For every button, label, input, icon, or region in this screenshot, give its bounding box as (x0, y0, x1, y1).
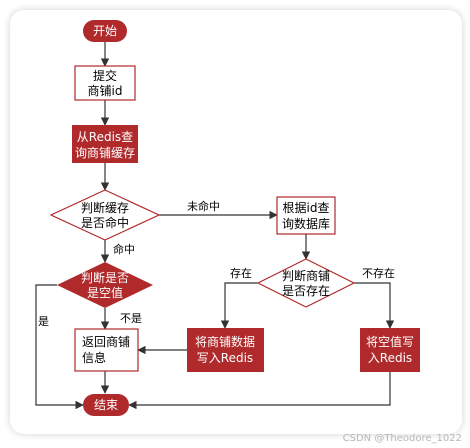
edge-label-miss: 未命中 (187, 199, 220, 213)
node-cache-hit-decision: 判断缓存 是否命中 (49, 189, 161, 241)
edge-notexists-writenull (354, 282, 395, 329)
return-shop-line2: 信息 (82, 350, 106, 365)
node-shop-exists-decision: 判断商铺 是否存在 (256, 258, 356, 308)
shop-exists-line2: 是否存在 (282, 284, 330, 298)
edge-label-not-exists: 不存在 (362, 266, 395, 280)
connectors (35, 42, 395, 410)
submit-id-line1: 提交 (93, 68, 117, 83)
query-db-line2: 询数据库 (282, 216, 330, 231)
edge-label-hit: 命中 (113, 242, 135, 256)
cache-hit-line1: 判断缓存 (81, 200, 129, 215)
start-label: 开始 (93, 24, 117, 38)
edge-isnull-yes-end (35, 284, 84, 410)
shop-exists-line1: 判断商铺 (282, 268, 330, 283)
is-null-line2: 是空值 (87, 285, 123, 300)
write-null-line1: 将空值写 (366, 334, 414, 349)
node-start: 开始 (83, 20, 127, 42)
edge-exists-writeredis (220, 282, 258, 329)
edge-label-exists: 存在 (230, 266, 252, 280)
node-is-null-decision: 判断是否 是空值 (57, 262, 153, 308)
end-label: 结束 (94, 398, 118, 412)
node-write-redis: 将商铺数据 写入Redis (187, 328, 264, 372)
query-redis-line1: 从Redis查 (77, 130, 133, 144)
node-return-shop: 返回商铺 信息 (74, 328, 139, 372)
query-redis-line2: 询商铺缓存 (75, 145, 135, 160)
return-shop-line1: 返回商铺 (82, 334, 130, 349)
node-query-db: 根据id查 询数据库 (276, 196, 336, 235)
submit-id-line2: 商铺id (88, 83, 123, 98)
write-null-line2: 入Redis (368, 351, 412, 365)
edge-label-yes: 是 (38, 315, 49, 328)
node-submit-id: 提交 商铺id (74, 65, 136, 101)
watermark: CSDN @Theodore_1022 (343, 433, 462, 444)
write-redis-line1: 将商铺数据 (195, 334, 255, 349)
node-write-null: 将空值写 入Redis (360, 328, 420, 372)
node-query-redis: 从Redis查 询商铺缓存 (72, 125, 138, 163)
cache-hit-line2: 是否命中 (81, 215, 129, 230)
edge-writenull-end (128, 372, 391, 410)
write-redis-line2: 写入Redis (197, 351, 253, 365)
edge-label-no: 不是 (120, 312, 142, 325)
is-null-line1: 判断是否 (81, 270, 129, 285)
query-db-line1: 根据id查 (283, 201, 330, 215)
node-end: 结束 (83, 394, 129, 416)
